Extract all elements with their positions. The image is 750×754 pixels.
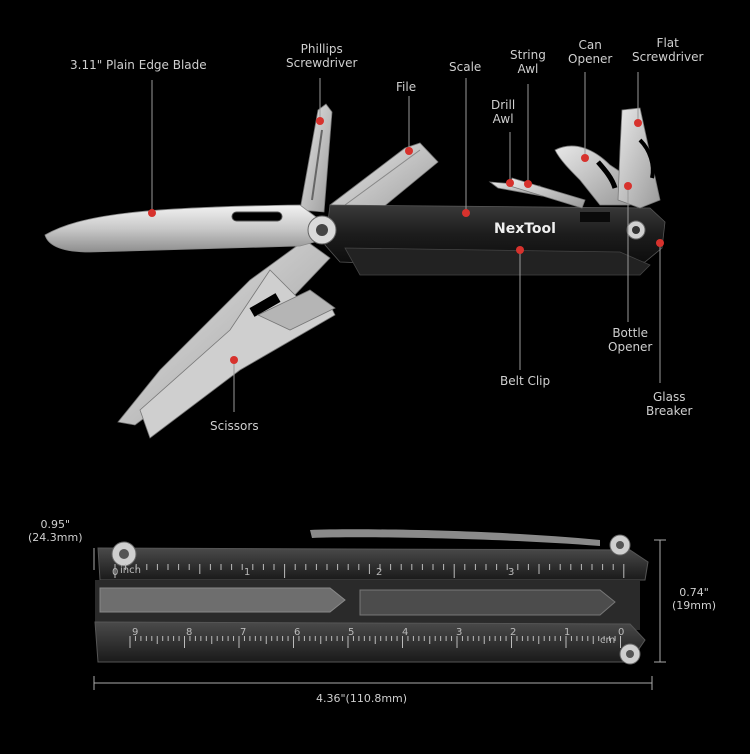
dim-line: 0.74" [679,586,709,599]
label-bottle-opener: Bottle Opener [608,326,652,354]
label-line: Breaker [646,404,693,418]
label-phillips-screwdriver: Phillips Screwdriver [286,42,357,70]
ruler-tick-label: 4 [402,627,409,638]
ruler-tick-label: 3 [508,567,515,578]
ruler-tick-label: 7 [240,627,247,638]
handle-scale [307,204,666,276]
label-line: Awl [492,112,514,126]
callout-lines [151,72,661,412]
brand-logo: NexTool [494,221,556,237]
label-line: Bottle [612,326,649,340]
dim-line: (19mm) [672,599,717,612]
marker-belt-clip [516,246,524,254]
width-dimension-label: 0.95" (24.3mm) [28,518,83,544]
ruler-tick-label: 8 [186,627,193,638]
marker-can-opener [581,154,589,162]
height-dimension-label: 0.74" (19mm) [672,586,716,612]
ruler-unit-label: cm [600,635,616,646]
dim-line: (24.3mm) [28,531,83,544]
plain-edge-blade [44,204,323,253]
ruler-tick-label: 0 [618,627,625,638]
label-line: String [510,48,546,62]
ruler-unit-label: inch [120,565,141,576]
label-line: Screwdriver [286,56,358,70]
marker-bottle-opener [624,182,632,190]
closed-tool [94,529,649,665]
phillips-screwdriver-tool [299,103,333,213]
marker-flat-screwdriver [634,119,642,127]
label-scale: Scale [449,60,482,74]
ruler-tick-label: 2 [510,627,517,638]
scissors-tool [117,239,336,439]
dim-line: 0.95" [40,518,71,531]
label-line: Flat [656,36,679,50]
label-can-opener: Can Opener [568,38,612,66]
marker-phillips [316,117,324,125]
label-line: Drill [491,98,516,112]
ruler-tick-label: 3 [456,627,463,638]
marker-scale [462,209,470,217]
label-line: Can [578,38,602,52]
marker-scissors [230,356,238,364]
ruler-tick-label: 1 [564,627,571,638]
marker-glass-breaker [656,239,664,247]
label-line: Screwdriver [632,50,704,64]
callout-markers [148,117,664,364]
label-line: Opener [568,52,613,66]
label-file: File [396,80,417,94]
label-glass-breaker: Glass Breaker [646,390,692,418]
ruler-tick-label: 0 [112,567,119,578]
label-flat-screwdriver: Flat Screwdriver [632,36,703,64]
dimension-lines [93,539,666,690]
label-string-awl: String Awl [510,48,546,76]
label-line: Awl [517,62,539,76]
marker-string-awl [524,180,532,188]
label-drill-awl: Drill Awl [491,98,515,126]
label-line: Opener [608,340,653,354]
marker-file [405,147,413,155]
marker-drill-awl [506,179,514,187]
label-line: Phillips [300,42,343,56]
label-blade: 3.11" Plain Edge Blade [70,58,207,72]
label-line: Glass [652,390,686,404]
marker-blade [148,209,156,217]
ruler-tick-label: 2 [376,567,383,578]
label-belt-clip: Belt Clip [500,374,551,388]
ruler-tick-label: 9 [132,627,139,638]
ruler-tick-label: 6 [294,627,301,638]
ruler-tick-label: 5 [348,627,355,638]
ruler-tick-label: 1 [244,567,251,578]
length-dimension-label: 4.36"(110.8mm) [316,692,408,705]
label-scissors: Scissors [210,419,259,433]
